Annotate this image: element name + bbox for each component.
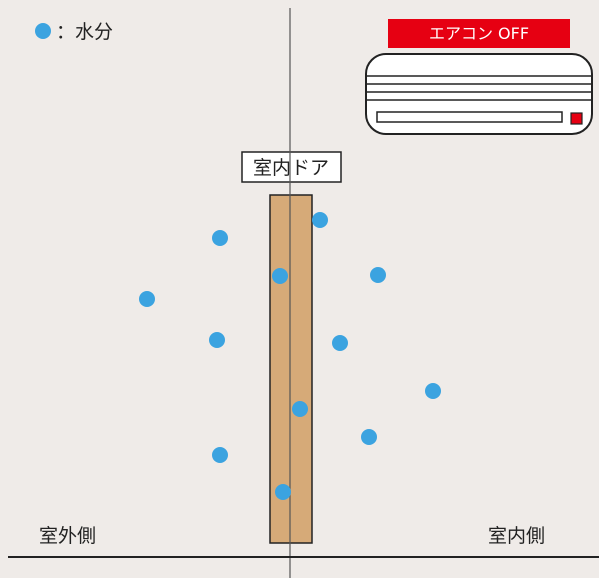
water-dot-icon [272, 268, 288, 284]
aircon-indicator-light [570, 112, 583, 125]
water-dot-icon [139, 291, 155, 307]
water-dot-icon [35, 23, 51, 39]
water-dot-icon [275, 484, 291, 500]
water-dot-icon [312, 212, 328, 228]
inside-side-label: 室内側 [488, 525, 545, 547]
outside-side-label: 室外側 [39, 525, 96, 547]
aircon-status-label: エアコン OFF [429, 24, 529, 43]
water-dot-icon [212, 447, 228, 463]
water-dot-icon [425, 383, 441, 399]
door-label-box [241, 151, 342, 183]
water-dot-icon [361, 429, 377, 445]
water-dot-icon [370, 267, 386, 283]
door-label: 室内ドア [253, 157, 329, 179]
aircon-status-badge [388, 19, 570, 48]
water-dot-icon [292, 401, 308, 417]
water-droplets [139, 212, 441, 500]
water-dot-icon [332, 335, 348, 351]
water-dot-icon [212, 230, 228, 246]
aircon-unit-icon [365, 53, 593, 135]
indoor-door [269, 194, 313, 544]
water-dot-icon [209, 332, 225, 348]
legend-label: ：水分 [56, 21, 113, 43]
